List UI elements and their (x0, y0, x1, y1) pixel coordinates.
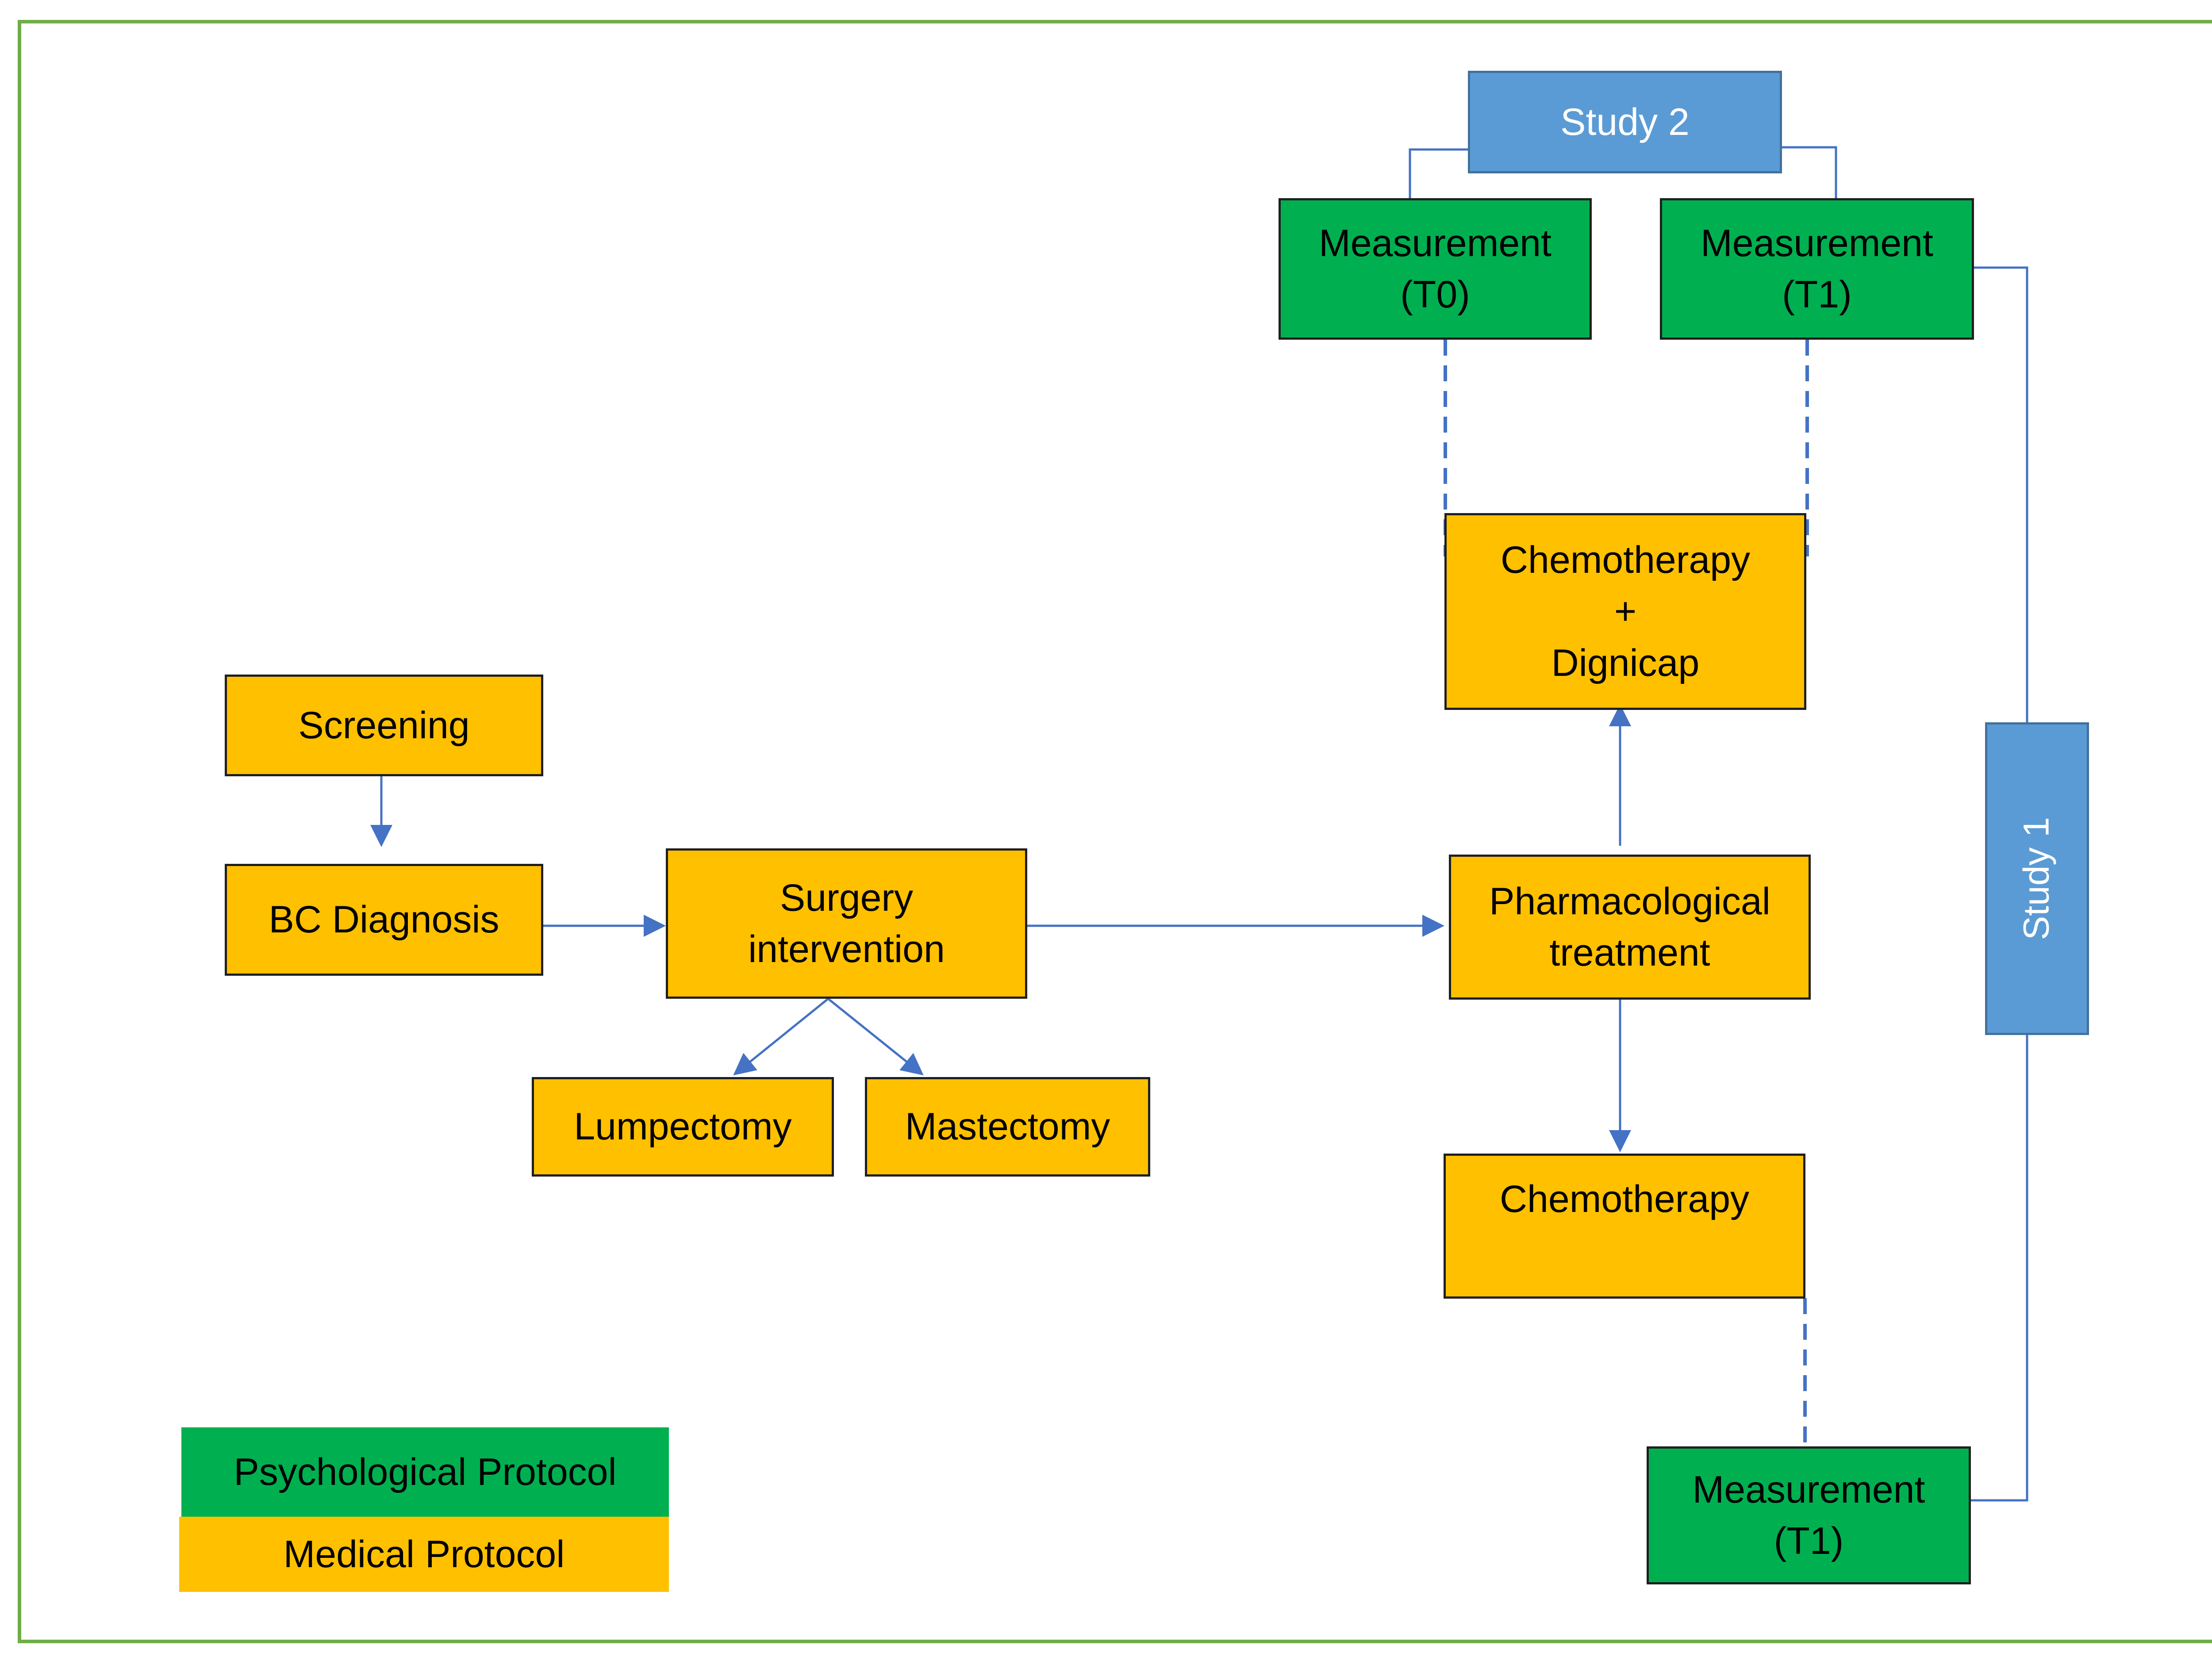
mastectomy-label: Mastectomy (905, 1105, 1110, 1148)
chemo-dignicap-line1: Chemotherapy (1500, 539, 1751, 582)
study-2-label: Study 2 (1560, 100, 1690, 143)
measurement-t1-bottom-line1: Measurement (1692, 1468, 1925, 1511)
legend-psychological-label: Psychological Protocol (234, 1450, 617, 1493)
measurement-t0-line2: (T0) (1400, 273, 1470, 316)
mastectomy-box: Mastectomy (865, 1077, 1150, 1177)
chemotherapy-box: Chemotherapy (1444, 1154, 1805, 1299)
screening-box: Screening (225, 675, 543, 776)
legend-medical-label: Medical Protocol (283, 1533, 565, 1576)
chemotherapy-label: Chemotherapy (1499, 1178, 1750, 1220)
study1-bracket-top (1974, 266, 2028, 722)
measurement-t1-bottom-box: Measurement (T1) (1647, 1446, 1971, 1584)
screening-label: Screening (298, 704, 470, 747)
measurement-t1-top-line2: (T1) (1782, 273, 1852, 316)
lumpectomy-label: Lumpectomy (574, 1105, 792, 1148)
measurement-t0-box: Measurement (T0) (1279, 198, 1592, 340)
chemo-dignicap-line2: + (1614, 590, 1637, 633)
arrow-surgery-to-mastectomy (827, 998, 924, 1076)
lumpectomy-box: Lumpectomy (532, 1077, 834, 1177)
surgery-label-line2: intervention (748, 928, 945, 970)
pharma-label-line1: Pharmacological (1489, 880, 1770, 923)
chemo-dignicap-line3: Dignicap (1551, 641, 1700, 684)
study-2-box: Study 2 (1468, 71, 1782, 173)
pharma-label-line2: treatment (1549, 932, 1710, 974)
study-1-label: Study 1 (2016, 817, 2057, 940)
measurement-t1-top-box: Measurement (T1) (1660, 198, 1974, 340)
bc-diagnosis-label: BC Diagnosis (269, 898, 499, 941)
study2-bracket-right (1782, 146, 1837, 198)
diagram-frame (18, 20, 2212, 1643)
study1-bracket-bottom (1971, 1035, 2028, 1502)
surgery-label-line1: Surgery (780, 876, 914, 919)
legend-medical-protocol: Medical Protocol (179, 1517, 669, 1592)
pharmacological-treatment-box: Pharmacological treatment (1449, 855, 1811, 1000)
surgery-intervention-box: Surgery intervention (666, 848, 1027, 999)
study2-bracket-left (1409, 148, 1468, 198)
bc-diagnosis-box: BC Diagnosis (225, 864, 543, 976)
measurement-t0-line1: Measurement (1319, 222, 1551, 265)
legend-psychological-protocol: Psychological Protocol (181, 1427, 669, 1517)
measurement-t1-top-line1: Measurement (1701, 222, 1933, 265)
arrow-surgery-to-lumpectomy (733, 998, 829, 1076)
study-1-box: Study 1 (1985, 722, 2089, 1035)
chemotherapy-dignicap-box: Chemotherapy + Dignicap (1444, 513, 1806, 710)
measurement-t1-bottom-line2: (T1) (1774, 1520, 1844, 1562)
